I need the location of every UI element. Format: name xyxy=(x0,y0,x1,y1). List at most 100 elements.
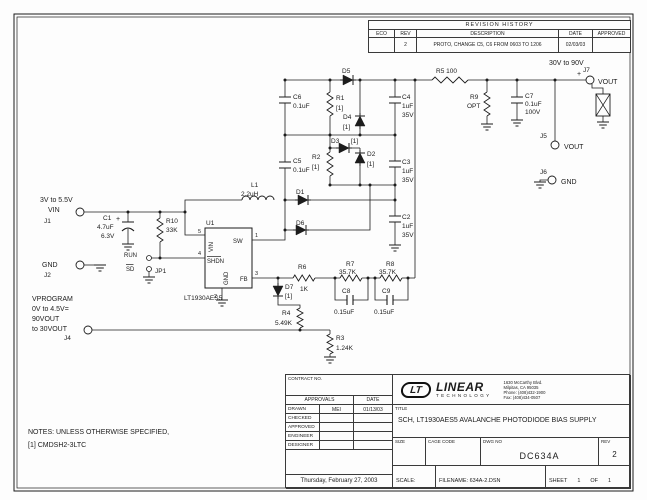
label-c3-val: 1uF xyxy=(402,168,413,175)
diode-D2 xyxy=(354,152,366,164)
rev-description-value: PROTO, CHANGE C5, C6 FROM 0603 TO 1206 xyxy=(416,37,559,53)
label-j1-ref: J1 xyxy=(44,218,51,225)
diode-D3 xyxy=(338,142,350,154)
label-r6-ref: R6 xyxy=(298,264,307,271)
rev-eco-value xyxy=(368,37,395,53)
sheet-total: 1 xyxy=(608,478,612,484)
label-r7-ref: R7 xyxy=(346,261,355,268)
company-line1: LINEAR xyxy=(436,379,484,394)
wire xyxy=(252,200,286,241)
rev-col-rev: REV xyxy=(394,29,417,38)
label-r4-val: 5.49K xyxy=(275,320,293,327)
label-vprog-1: VPROGRAM xyxy=(32,296,73,303)
diode-D1-bar xyxy=(295,195,311,205)
label-c4-volt: 35V xyxy=(402,112,414,119)
filename-cell: FILENAME: 634A-2.DSN xyxy=(436,466,546,489)
approved-date-cell xyxy=(354,423,393,432)
address-line: Milpitas, CA 95035 xyxy=(503,384,539,390)
junction-dot xyxy=(553,78,557,82)
label-r5-label: R5 100 xyxy=(436,68,457,75)
approved-label-cell: APPROVED xyxy=(286,423,320,432)
title-label: TITLE xyxy=(395,406,408,411)
filename-value: 634A-2.DSN xyxy=(469,478,501,484)
address-line: Phone: (408)432-1900 xyxy=(503,389,546,395)
label-r2-ref: R2 xyxy=(312,154,321,161)
label-r1-ref: R1 xyxy=(336,95,345,102)
drawn-name: MEI xyxy=(332,407,341,413)
label-j7-plus: + xyxy=(577,71,581,78)
wire xyxy=(374,278,387,301)
wire xyxy=(184,199,242,236)
checked-label-cell: CHECKED xyxy=(286,414,320,423)
junction-dot xyxy=(406,276,410,280)
label-j4-ref: J4 xyxy=(64,335,71,342)
drawn-date-cell: 01/13/03 xyxy=(354,405,393,414)
junction-dot xyxy=(126,210,130,214)
size-label: SIZE xyxy=(395,439,406,444)
capacitor-C1 xyxy=(121,221,135,232)
label-c5-val: 0.1uF xyxy=(293,167,310,174)
junction-dot xyxy=(283,78,287,82)
diode-D4 xyxy=(354,115,366,127)
diode-D7 xyxy=(272,285,284,297)
label-u1-pin5: 5 xyxy=(198,229,201,235)
label-j5-net: VOUT xyxy=(564,144,584,151)
resistor-R3 xyxy=(326,333,334,355)
label-r9-ref: R9 xyxy=(470,94,479,101)
label-c7-volt: 100V xyxy=(525,109,541,116)
wire xyxy=(309,185,371,231)
company-line2: TECHNOLOGY xyxy=(436,392,492,398)
ground-symbol xyxy=(122,243,134,251)
capacitor-C9 xyxy=(386,295,394,305)
label-c1-plus: + xyxy=(116,216,120,223)
sheet-info: SHEET 1 OF 1 xyxy=(546,466,630,484)
filename-label: FILENAME: xyxy=(439,478,469,484)
diode-D5 xyxy=(342,74,354,86)
diode-D3-bar xyxy=(336,143,352,153)
checked-date-cell xyxy=(354,414,393,423)
dwg-no-label: DWG NO xyxy=(483,439,502,444)
label-c4-ref: C4 xyxy=(402,94,411,101)
sheet-cell: SHEET 1 OF 1 xyxy=(546,466,631,489)
ground-symbol xyxy=(534,181,546,189)
approvals-header-cell: APPROVALS xyxy=(286,396,354,405)
capacitor-C3 xyxy=(389,160,401,168)
ic-U1 xyxy=(204,227,253,289)
scale-label: SCALE: xyxy=(396,478,416,484)
rev-approved-value xyxy=(592,37,631,53)
label-c8-ref: C8 xyxy=(342,288,351,295)
junction-dot xyxy=(358,133,362,137)
approvals-date-header-cell: DATE xyxy=(354,396,393,405)
label-c2-volt: 35V xyxy=(402,232,414,239)
label-u1-fb: FB xyxy=(240,277,248,283)
terminal-J1 xyxy=(75,207,85,217)
junction-dot xyxy=(373,276,377,280)
rev-col-description: DESCRIPTION xyxy=(416,29,559,38)
junction-dot xyxy=(298,328,302,332)
capacitor-C8 xyxy=(346,295,354,305)
label-u1-vin: VIN xyxy=(209,242,215,252)
label-r7-val: 35.7K xyxy=(339,269,357,276)
label-vprog-3: 90VOUT xyxy=(32,316,60,323)
sheet-border-outer xyxy=(13,13,634,492)
junction-dot xyxy=(328,146,332,150)
footer-date: Thursday, February 27, 2003 xyxy=(300,478,378,484)
label-r10-val: 33K xyxy=(166,227,178,234)
ground-symbol xyxy=(324,356,336,364)
output-jack xyxy=(595,93,611,117)
rev-col-approved: APPROVED xyxy=(592,29,631,38)
label-u1-part: LT1930AES5 xyxy=(184,295,223,302)
label-l1-val: 2.2uH xyxy=(241,191,259,198)
label-c2-ref: C2 xyxy=(402,214,411,221)
approved-name-cell xyxy=(320,423,354,432)
label-r8-val: 35.7K xyxy=(379,269,397,276)
label-d1-ref: D1 xyxy=(296,189,305,196)
junction-dot xyxy=(328,133,332,137)
wire xyxy=(591,84,604,94)
linear-logo-icon: LT xyxy=(400,381,432,398)
wire xyxy=(353,278,369,301)
approved-label: APPROVED xyxy=(288,425,315,430)
label-c6-val: 0.1uF xyxy=(293,103,310,110)
label-c5-ref: C5 xyxy=(293,158,302,165)
company-name: LINEAR TECHNOLOGY xyxy=(436,379,492,398)
